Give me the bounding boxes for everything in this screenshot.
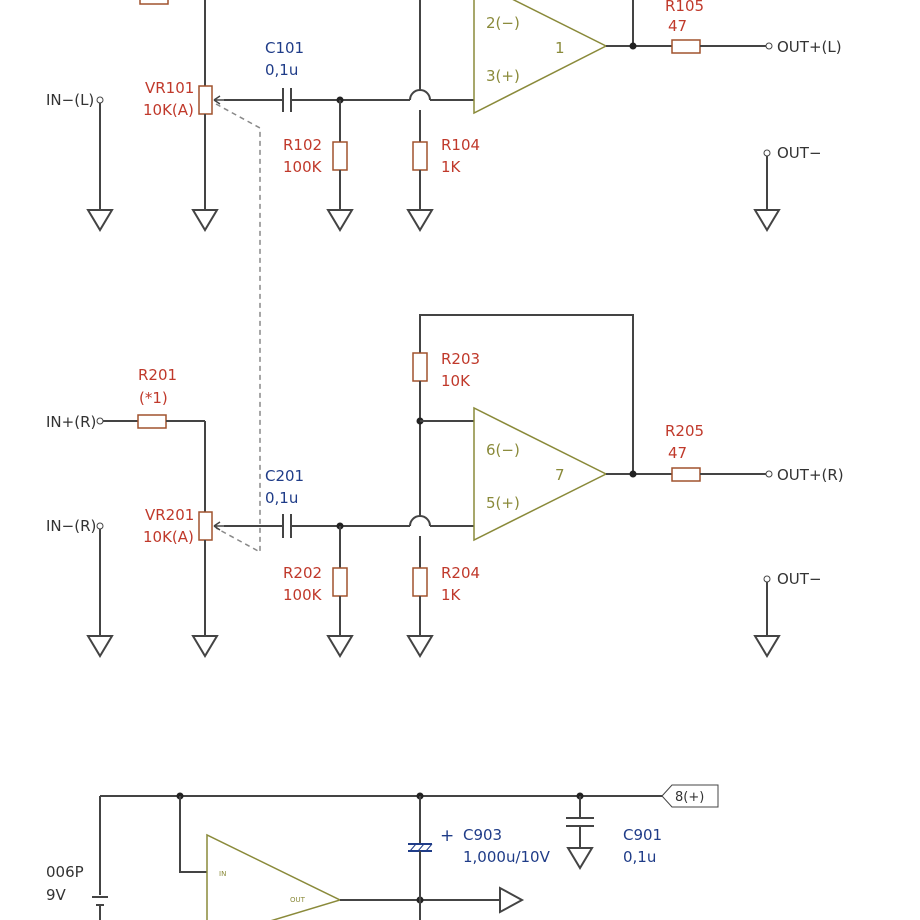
r201-ref: R201 — [138, 366, 177, 384]
r204-value: 1K — [441, 586, 462, 604]
opamp-7 — [473, 406, 608, 542]
c201-ref: C201 — [265, 467, 304, 485]
wire-crossover — [409, 89, 431, 101]
r105-ref: R105 — [665, 0, 704, 15]
c901-value: 0,1u — [623, 848, 656, 866]
c201-value: 0,1u — [265, 489, 298, 507]
vr101-value: 10K(A) — [143, 101, 194, 119]
vr201-potentiometer — [198, 511, 213, 541]
opamp7-output-pin: 7 — [555, 466, 565, 484]
c903-polarity: + — [440, 826, 454, 846]
r202-value: 100K — [283, 586, 323, 604]
r203-value: 10K — [441, 372, 471, 390]
opamp-1 — [473, 0, 608, 115]
ganged-pot-link — [215, 103, 261, 554]
ground-icon — [86, 635, 114, 658]
c903-ref: C903 — [463, 826, 502, 844]
ground-icon — [566, 847, 594, 870]
c903-value: 1,000u/10V — [463, 848, 551, 866]
c101-value: 0,1u — [265, 61, 298, 79]
r201-resistor — [137, 414, 167, 429]
in-minus-r-label: IN−(R) — [46, 517, 96, 535]
r205-ref: R205 — [665, 422, 704, 440]
out-minus-r-label: OUT− — [777, 570, 822, 588]
r104-value: 1K — [441, 158, 462, 176]
out-minus-l-terminal — [763, 149, 771, 157]
r204-resistor — [412, 567, 428, 597]
ground-icon — [406, 209, 434, 232]
in-plus-r-label: IN+(R) — [46, 413, 96, 431]
ground-icon — [753, 209, 781, 232]
vr201-ref: VR201 — [145, 506, 194, 524]
opamp1-inverting-pin: 2(−) — [486, 14, 520, 32]
regulator-out-pin: OUT — [290, 896, 306, 904]
opamp1-output-pin: 1 — [555, 39, 565, 57]
out-minus-r-terminal — [763, 575, 771, 583]
rail-8-plus-tag — [661, 784, 719, 808]
c101-ref: C101 — [265, 39, 304, 57]
r201-value: (*1) — [139, 389, 168, 407]
opamp7-noninverting-pin: 5(+) — [486, 494, 520, 512]
r105-resistor — [671, 39, 701, 54]
ground-icon — [753, 635, 781, 658]
wire-crossover — [409, 515, 431, 527]
opamp7-inverting-pin: 6(−) — [486, 441, 520, 459]
in-minus-l-terminal — [96, 96, 104, 104]
virtual-ground-icon — [499, 886, 525, 914]
wire — [179, 796, 207, 873]
r203-resistor — [412, 352, 428, 382]
ground-icon — [86, 209, 114, 232]
vr201-value: 10K(A) — [143, 528, 194, 546]
r101-resistor-partial — [139, 0, 169, 5]
junction-dot — [629, 42, 637, 50]
feedback-wire — [419, 314, 634, 474]
battery-label: 006P — [46, 863, 84, 881]
right-channel: IN+(R) R201 (*1) VR201 10K(A) IN−(R) C20… — [46, 314, 844, 658]
left-channel: IN−(L) VR101 10K(A) C101 0,1u R102 100K … — [46, 0, 842, 232]
junction-dot — [629, 470, 637, 478]
r105-value: 47 — [668, 17, 687, 35]
c903-hatch-icon — [409, 843, 433, 852]
ground-icon — [191, 209, 219, 232]
in-minus-r-terminal — [96, 522, 104, 530]
opamp1-noninverting-pin: 3(+) — [486, 67, 520, 85]
battery-voltage: 9V — [46, 886, 67, 904]
out-minus-l-label: OUT− — [777, 144, 822, 162]
r204-ref: R204 — [441, 564, 480, 582]
c901-ref: C901 — [623, 826, 662, 844]
voltage-regulator — [206, 833, 343, 920]
wiper-arrow-icon — [213, 521, 224, 531]
r202-ref: R202 — [283, 564, 322, 582]
r203-ref: R203 — [441, 350, 480, 368]
r205-resistor — [671, 467, 701, 482]
r104-resistor — [412, 141, 428, 171]
out-plus-l-label: OUT+(L) — [777, 38, 842, 56]
vr101-potentiometer — [198, 85, 213, 115]
ground-icon — [326, 209, 354, 232]
r104-ref: R104 — [441, 136, 480, 154]
r102-resistor — [332, 141, 348, 171]
r202-resistor — [332, 567, 348, 597]
in-minus-l-label: IN−(L) — [46, 91, 94, 109]
in-plus-r-terminal — [96, 417, 104, 425]
wiper-arrow-icon — [213, 95, 224, 105]
r205-value: 47 — [668, 444, 687, 462]
regulator-in-pin: IN — [219, 870, 226, 878]
r102-ref: R102 — [283, 136, 322, 154]
vr101-ref: VR101 — [145, 79, 194, 97]
ground-icon — [406, 635, 434, 658]
out-plus-r-terminal — [765, 470, 773, 478]
r102-value: 100K — [283, 158, 323, 176]
ground-icon — [191, 635, 219, 658]
out-plus-r-label: OUT+(R) — [777, 466, 844, 484]
ground-icon — [326, 635, 354, 658]
rail-8-plus-label: 8(+) — [675, 790, 704, 805]
power-supply: 8(+) 006P 9V IN OUT + C903 1,000u/10V — [46, 784, 719, 920]
out-plus-l-terminal — [765, 42, 773, 50]
